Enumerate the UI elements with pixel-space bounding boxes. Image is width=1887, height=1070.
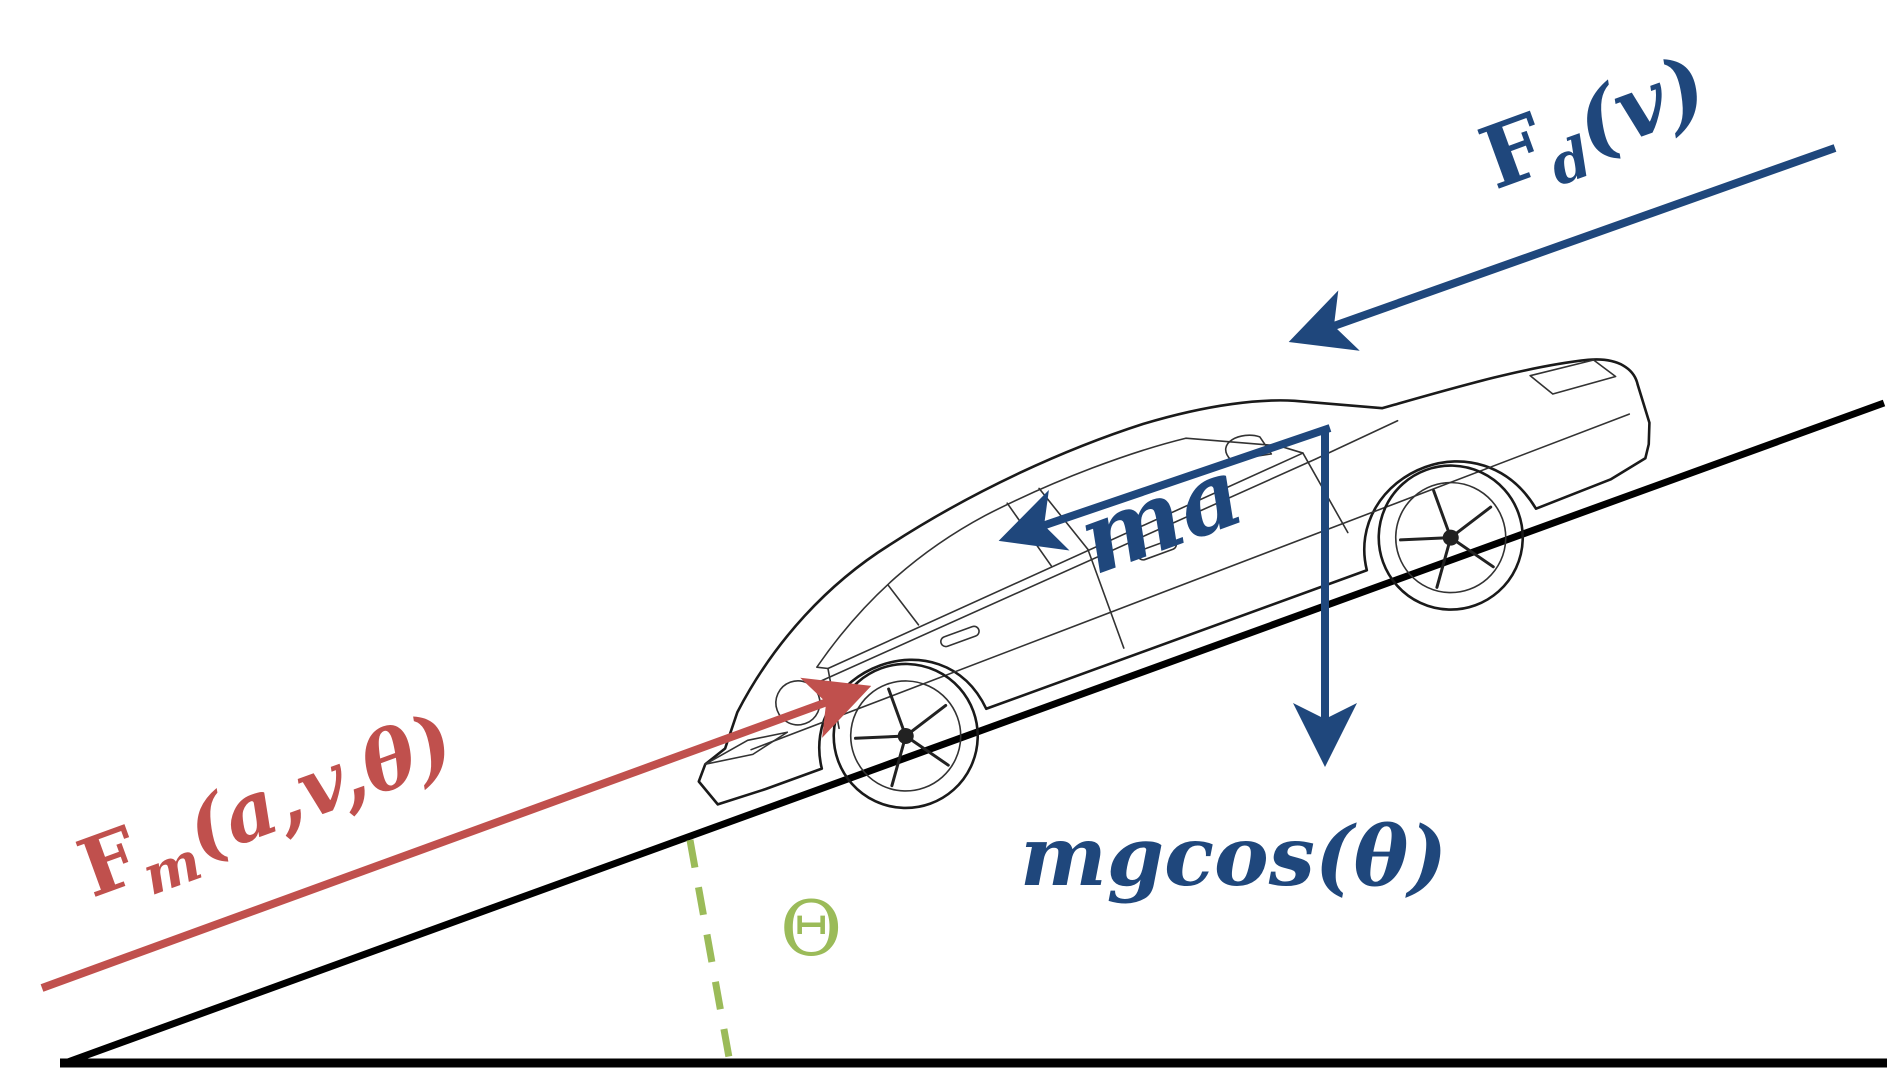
angle-dashed-line [686,839,734,1064]
gravity-component-label: mgcos(θ) [1020,809,1447,905]
ma-arrow [998,424,1332,551]
incline-surface-line [63,399,1886,1067]
angle-label: Θ [780,884,842,973]
motor-force-label: Fm(a,v,θ) [66,694,469,927]
drag-force-label: Fd(v) [1468,36,1724,220]
motor-force-arrow [40,677,872,992]
drag-force-arrow [1288,144,1837,351]
